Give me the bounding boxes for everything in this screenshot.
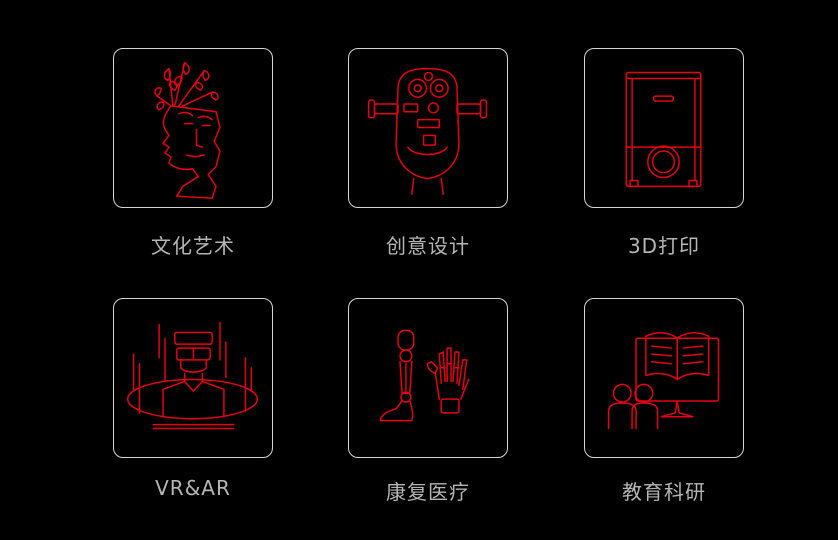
tile-frame <box>348 48 508 208</box>
prosthetic-limbs-icon <box>349 299 506 456</box>
vr-headset-user-icon <box>114 299 271 456</box>
tile-frame <box>348 298 508 458</box>
tile-culture-art[interactable]: 文化艺术 <box>113 48 273 258</box>
sculpture-head-icon <box>114 49 271 206</box>
tile-vr-ar[interactable]: VR&AR <box>113 298 273 500</box>
tile-creative-design[interactable]: 创意设计 <box>348 48 508 258</box>
reading-book-screen-icon <box>585 299 742 456</box>
tile-frame <box>584 48 744 208</box>
tile-3d-printing[interactable]: 3D打印 <box>584 48 744 258</box>
tile-label: VR&AR <box>155 476 231 500</box>
tile-label: 3D打印 <box>627 234 701 258</box>
coin-binocular-viewer-icon <box>349 49 506 206</box>
tile-frame <box>113 48 273 208</box>
3d-printer-icon <box>585 49 742 206</box>
tile-frame <box>113 298 273 458</box>
tile-label: 教育科研 <box>622 480 706 504</box>
tile-label: 创意设计 <box>386 234 470 258</box>
tile-label: 康复医疗 <box>386 480 470 504</box>
tile-frame <box>584 298 744 458</box>
tile-rehab-medical[interactable]: 康复医疗 <box>348 298 508 504</box>
tile-label: 文化艺术 <box>151 234 235 258</box>
tile-education-research[interactable]: 教育科研 <box>584 298 744 504</box>
